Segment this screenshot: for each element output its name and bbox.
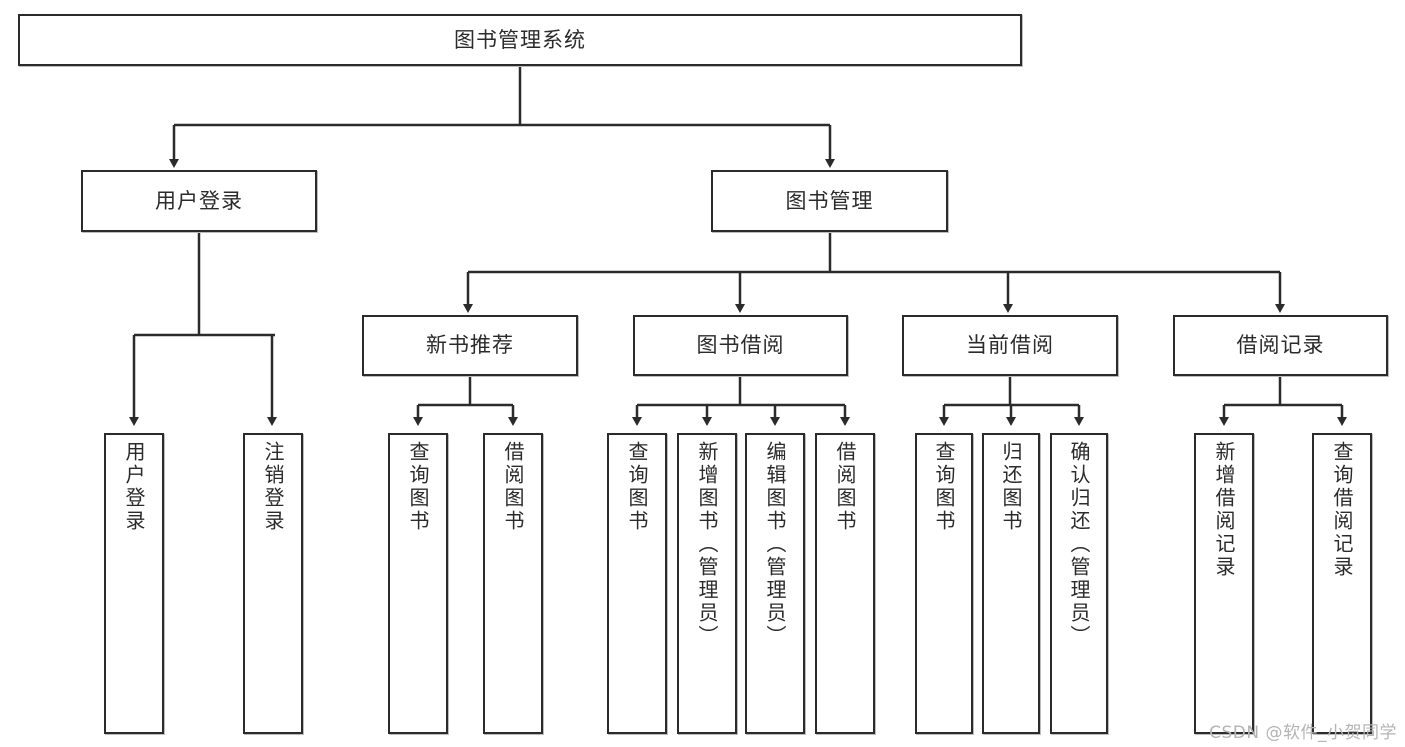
node-leaf-current-query-label: 查询图书 xyxy=(932,441,956,533)
node-leaf-borrow-book-label: 借阅图书 xyxy=(833,441,857,533)
node-leaf-borrow-add[interactable]: 新增图书（管理员） xyxy=(677,433,737,734)
node-leaf-borrow-book[interactable]: 借阅图书 xyxy=(815,433,875,734)
node-current-borrow-label: 当前借阅 xyxy=(966,333,1054,358)
node-leaf-record-add-label: 新增借阅记录 xyxy=(1212,441,1236,579)
node-leaf-current-return-label: 归还图书 xyxy=(999,441,1023,533)
node-leaf-new-book-query[interactable]: 查询图书 xyxy=(388,433,448,734)
node-leaf-new-book-query-label: 查询图书 xyxy=(406,441,430,533)
node-leaf-new-book-borrow[interactable]: 借阅图书 xyxy=(483,433,543,734)
node-leaf-current-return[interactable]: 归还图书 xyxy=(982,433,1040,734)
node-leaf-user-logout[interactable]: 注销登录 xyxy=(243,433,303,734)
node-leaf-borrow-query-label: 查询图书 xyxy=(625,441,649,533)
node-leaf-user-logout-label: 注销登录 xyxy=(261,441,285,533)
node-book-manage-label: 图书管理 xyxy=(785,188,874,213)
node-borrow-record-label: 借阅记录 xyxy=(1236,333,1325,358)
node-new-book[interactable]: 新书推荐 xyxy=(362,315,578,376)
node-user-login-label: 用户登录 xyxy=(155,188,243,213)
node-borrow-record[interactable]: 借阅记录 xyxy=(1173,315,1388,376)
node-root-label: 图书管理系统 xyxy=(454,27,586,52)
node-leaf-current-query[interactable]: 查询图书 xyxy=(915,433,973,734)
node-leaf-record-add[interactable]: 新增借阅记录 xyxy=(1194,433,1254,734)
node-leaf-record-query[interactable]: 查询借阅记录 xyxy=(1312,433,1372,734)
node-leaf-borrow-add-label: 新增图书（管理员） xyxy=(695,441,719,648)
node-current-borrow[interactable]: 当前借阅 xyxy=(902,315,1118,376)
node-book-manage[interactable]: 图书管理 xyxy=(711,170,948,232)
node-book-borrow-label: 图书借阅 xyxy=(696,333,785,358)
node-leaf-borrow-edit[interactable]: 编辑图书（管理员） xyxy=(745,433,805,734)
node-leaf-current-confirm-label: 确认归还（管理员） xyxy=(1067,441,1091,648)
node-user-login[interactable]: 用户登录 xyxy=(81,170,317,232)
node-leaf-borrow-query[interactable]: 查询图书 xyxy=(607,433,667,734)
node-leaf-user-login-label: 用户登录 xyxy=(122,441,146,533)
node-book-borrow[interactable]: 图书借阅 xyxy=(633,315,848,376)
node-leaf-current-confirm[interactable]: 确认归还（管理员） xyxy=(1050,433,1108,734)
node-root[interactable]: 图书管理系统 xyxy=(18,14,1022,66)
node-leaf-user-login[interactable]: 用户登录 xyxy=(104,433,164,734)
node-leaf-record-query-label: 查询借阅记录 xyxy=(1330,441,1354,579)
node-leaf-borrow-edit-label: 编辑图书（管理员） xyxy=(763,441,787,648)
node-new-book-label: 新书推荐 xyxy=(426,333,514,358)
node-leaf-new-book-borrow-label: 借阅图书 xyxy=(501,441,525,533)
